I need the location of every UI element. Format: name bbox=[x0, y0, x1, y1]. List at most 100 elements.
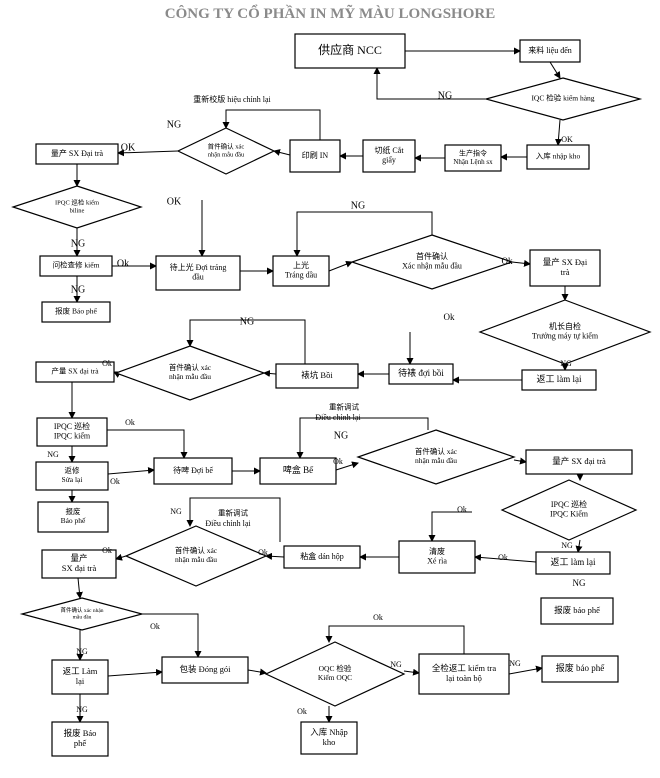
decision-shape bbox=[356, 429, 516, 485]
node-text: 返工 làm lại bbox=[551, 556, 596, 567]
process-box bbox=[39, 255, 113, 277]
node-text: phế bbox=[74, 738, 87, 748]
node-text: nhận mẫu đầu bbox=[208, 151, 245, 158]
process-lam-lai-1: 返工 làm lại bbox=[521, 369, 597, 391]
connector-arrow bbox=[265, 552, 285, 560]
node-text: 首件确认 xác bbox=[175, 545, 218, 555]
edge-label: Ok bbox=[110, 477, 120, 486]
node-text: nhận mẫu đầu bbox=[169, 372, 211, 381]
connector-arrow bbox=[373, 67, 485, 100]
process-box bbox=[289, 139, 341, 173]
company-title: CÔNG TY CỔ PHẦN IN MỸ MÀU LONGSHORE bbox=[164, 6, 496, 22]
node-text: giấy bbox=[382, 156, 396, 165]
process-box bbox=[161, 656, 249, 684]
connector-arrow bbox=[222, 109, 321, 140]
edge-label: Ok bbox=[297, 707, 307, 716]
process-doi-boi: 待裱 đợi bồi bbox=[388, 363, 454, 385]
process-nhap-kho: 入库 nhập kho bbox=[526, 144, 590, 170]
node-text: Nhận Lệnh sx bbox=[453, 158, 493, 166]
node-text: 量产 SX đại trà bbox=[552, 456, 606, 466]
node-text: Sửa lại bbox=[62, 475, 83, 484]
edge-label: Ok bbox=[333, 457, 343, 466]
node-text: kho bbox=[323, 737, 336, 747]
node-text: mẫu đầu bbox=[73, 614, 92, 621]
connector-arrow bbox=[75, 577, 83, 599]
process-box bbox=[540, 597, 614, 625]
node-text: Xé rìa bbox=[427, 557, 447, 566]
process-box bbox=[294, 33, 406, 69]
process-box bbox=[362, 139, 416, 173]
process-box bbox=[155, 255, 241, 291]
edge-label: Ok bbox=[150, 622, 160, 631]
process-box bbox=[35, 143, 119, 165]
edge-label: NG bbox=[240, 316, 254, 327]
process-box bbox=[259, 457, 337, 485]
connector-arrow bbox=[328, 260, 353, 272]
edge-label: OK bbox=[167, 196, 182, 207]
edge-label: NG bbox=[334, 430, 348, 441]
node-text: lại bbox=[76, 676, 85, 686]
connector-arrow bbox=[263, 370, 277, 377]
connector-arrow bbox=[273, 149, 291, 156]
node-text: 量产 bbox=[70, 553, 87, 563]
node-text: 首件确认 xác bbox=[169, 362, 212, 372]
node-text: IPQC 巡检 bbox=[54, 421, 90, 431]
edge-label: Ok bbox=[125, 418, 135, 427]
connector-arrow bbox=[107, 467, 155, 475]
connector-arrow bbox=[513, 457, 527, 465]
node-text: 待上光 Đợi tráng bbox=[170, 262, 227, 272]
node-text: 入库 Nhập bbox=[310, 727, 348, 737]
connector-arrow bbox=[115, 553, 127, 561]
process-box bbox=[521, 369, 597, 391]
connector-arrow bbox=[554, 119, 562, 146]
node-text: IQC 检验 kiểm hàng bbox=[531, 93, 594, 103]
connector-arrow bbox=[474, 554, 537, 563]
process-box bbox=[36, 417, 108, 447]
decision-iqc: IQC 检验 kiểm hàng bbox=[483, 77, 643, 121]
process-box bbox=[283, 545, 361, 569]
node-text: 粘盒 dán hộp bbox=[300, 551, 344, 561]
node-text: 裱坑 Bồi bbox=[301, 370, 333, 380]
node-text: 问检查修 kiểm bbox=[53, 260, 100, 270]
decision-shape bbox=[124, 525, 268, 587]
edge-label: Ok bbox=[502, 256, 513, 266]
process-box bbox=[35, 461, 109, 491]
connector-arrow bbox=[293, 211, 433, 257]
process-in: 印刷 IN bbox=[289, 139, 341, 173]
connector-arrow bbox=[575, 539, 583, 553]
node-text: IPQC kiểm bbox=[54, 432, 91, 441]
connector-arrow bbox=[142, 613, 202, 658]
connector-arrow bbox=[117, 149, 179, 157]
edge-label: Ok bbox=[457, 505, 467, 514]
node-text: 生产指令 bbox=[459, 148, 487, 157]
edge-label: Ok bbox=[444, 312, 455, 322]
edge-label: 重新校版 hiệu chỉnh lại bbox=[193, 94, 271, 104]
connector-arrow bbox=[296, 417, 429, 459]
node-text: 来料 liệu đến bbox=[528, 45, 572, 55]
connector-arrow bbox=[549, 61, 561, 79]
edge-label: Ok bbox=[373, 613, 383, 622]
process-box bbox=[529, 249, 601, 287]
process-box bbox=[272, 255, 330, 287]
decision-shape bbox=[11, 185, 143, 229]
process-sx-4: 量产 SX đại trà bbox=[525, 449, 633, 475]
connector-arrow bbox=[186, 497, 281, 542]
process-box bbox=[444, 144, 502, 172]
process-ncc: 供应商 NCC bbox=[294, 33, 406, 69]
connector-arrow bbox=[335, 461, 359, 471]
node-text: 供应商 NCC bbox=[318, 42, 382, 57]
node-text: 上光 bbox=[293, 260, 309, 270]
